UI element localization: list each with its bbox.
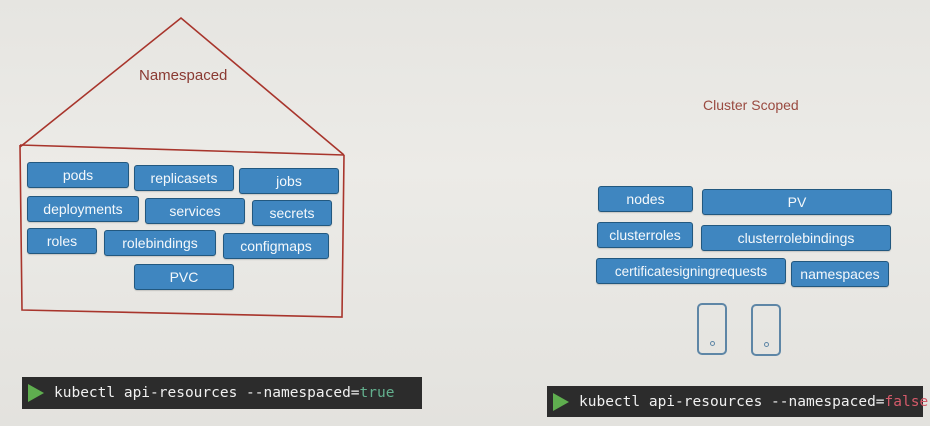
resource-configmaps: configmaps [223, 233, 329, 259]
house-ceiling [19, 144, 345, 156]
resource-services: services [145, 198, 245, 224]
namespaced-title: Namespaced [139, 67, 228, 84]
device-button-icon [763, 342, 769, 347]
resource-certificatesigningrequests: certificatesigningrequests [596, 258, 786, 284]
resource-jobs: jobs [239, 168, 339, 194]
resource-clusterroles: clusterroles [597, 222, 693, 248]
resource-replicasets: replicasets [134, 165, 234, 191]
mobile-device-icon [697, 303, 727, 355]
namespaced-command-prefix: kubectl api-resources --namespaced= [54, 385, 360, 401]
resource-secrets: secrets [252, 200, 332, 226]
cluster-command: kubectl api-resources --namespaced=false [547, 386, 928, 417]
namespaced-command-value: true [359, 385, 395, 401]
namespaced-command: kubectl api-resources --namespaced=true [22, 377, 422, 409]
resource-pv: PV [702, 189, 892, 215]
resource-namespaces: namespaces [791, 261, 889, 287]
play-triangle-icon [28, 384, 44, 402]
resource-deployments: deployments [27, 196, 139, 222]
cluster-command-prefix: kubectl api-resources --namespaced= [579, 393, 885, 410]
play-triangle-icon [553, 392, 569, 411]
resource-roles: roles [27, 228, 97, 254]
cluster-command-value: false [884, 393, 929, 410]
resource-pods: pods [27, 162, 129, 188]
device-button-icon [709, 341, 715, 346]
resource-rolebindings: rolebindings [104, 230, 216, 256]
resource-clusterrolebindings: clusterrolebindings [701, 225, 891, 251]
resource-pvc: PVC [134, 264, 234, 290]
house-roof [19, 16, 345, 156]
cluster-scoped-title: Cluster Scoped [703, 97, 799, 113]
mobile-device-icon [751, 304, 781, 356]
resource-nodes: nodes [598, 186, 693, 212]
